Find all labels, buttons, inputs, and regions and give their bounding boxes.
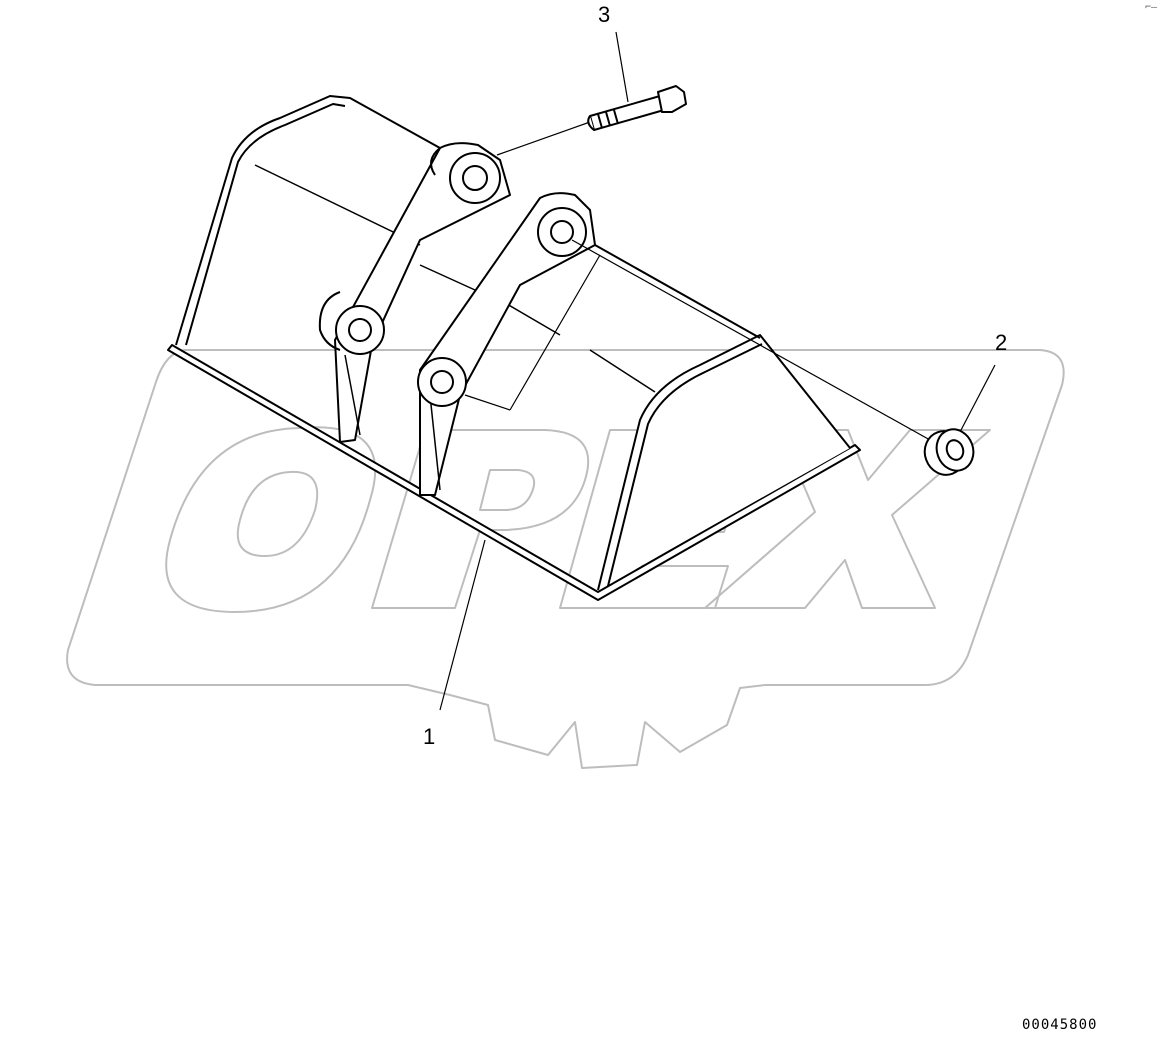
corner-mark: ⌐– <box>1145 2 1158 13</box>
callout-label-2: 2 <box>995 330 1008 355</box>
watermark-letter-x <box>704 429 991 609</box>
washer-part <box>923 428 975 476</box>
watermark-letter-p <box>371 429 590 609</box>
watermark-letter-o <box>165 426 377 613</box>
callout-label-3: 3 <box>598 2 611 27</box>
leader-lines <box>439 31 996 711</box>
drawing-number: 00045800 <box>1022 1017 1098 1033</box>
watermark-logo <box>66 349 1065 769</box>
watermark-letter-o-hole <box>236 470 319 557</box>
watermark-letter-p-hole <box>479 469 536 511</box>
callout-label-1: 1 <box>423 724 436 749</box>
bolt-part <box>587 85 687 131</box>
bucket-part <box>167 95 861 601</box>
watermark-gear-plate <box>66 349 1065 769</box>
